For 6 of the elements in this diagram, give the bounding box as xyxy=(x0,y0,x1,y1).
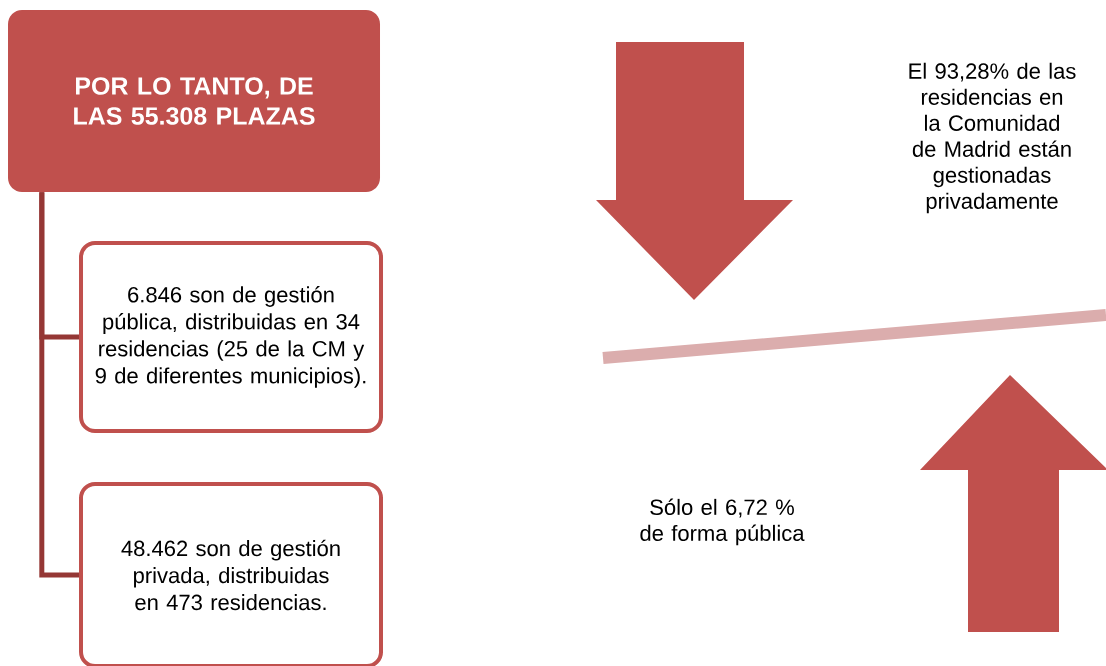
note-text: Sólo el 6,72 % de forma pública xyxy=(640,498,805,546)
text-box: 48.462 son de gestión privada, distribuidas en 473 residencias. xyxy=(79,482,383,666)
note-text: El 93,28% de las residencias en la Comunidad de Madrid están gestionadas privadamente xyxy=(909,62,1076,214)
connector-line xyxy=(39,192,79,578)
header-box: POR LO TANTO, DE LAS 55.308 PLAZAS xyxy=(8,10,380,192)
text-box: 6.846 son de gestión pública, distribuidas en 34 residencias (25 de la CM y 9 de diferentes municipios). xyxy=(79,241,383,433)
